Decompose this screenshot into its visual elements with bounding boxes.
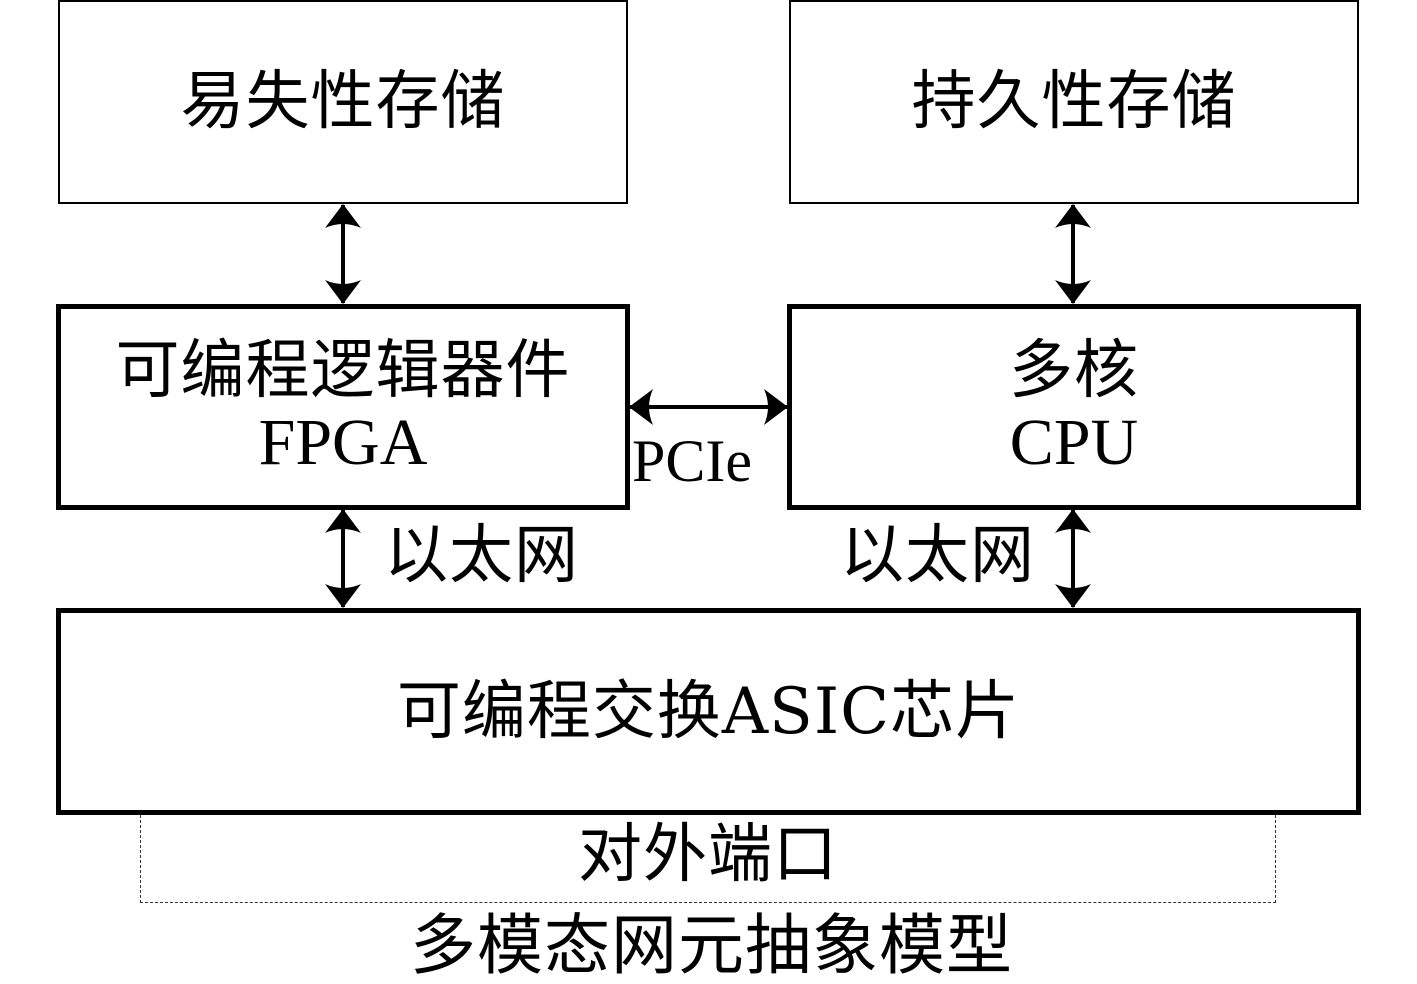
persistent-storage-box: 持久性存储 (789, 0, 1359, 204)
asic-label: 可编程交换ASIC芯片 (396, 674, 1021, 749)
fpga-sublabel: FPGA (258, 406, 428, 479)
cpu-box: 多核 CPU (787, 304, 1361, 510)
fpga-box: 可编程逻辑器件 FPGA (56, 304, 630, 510)
diagram-title: 多模态网元抽象模型 (410, 907, 1013, 984)
volatile-storage-box: 易失性存储 (58, 0, 628, 204)
pcie-label: PCIe (632, 428, 752, 494)
volatile-storage-label: 易失性存储 (180, 65, 506, 139)
fpga-label: 可编程逻辑器件 (115, 334, 571, 408)
ports-box: 对外端口 (140, 815, 1276, 903)
ethernet-label-left: 以太网 (384, 519, 579, 593)
cpu-label: 多核 (1009, 334, 1139, 408)
ports-label: 对外端口 (578, 817, 838, 892)
persistent-storage-label: 持久性存储 (911, 65, 1237, 139)
asic-box: 可编程交换ASIC芯片 (56, 608, 1361, 815)
ethernet-label-right: 以太网 (840, 519, 1035, 593)
cpu-sublabel: CPU (1009, 406, 1139, 479)
